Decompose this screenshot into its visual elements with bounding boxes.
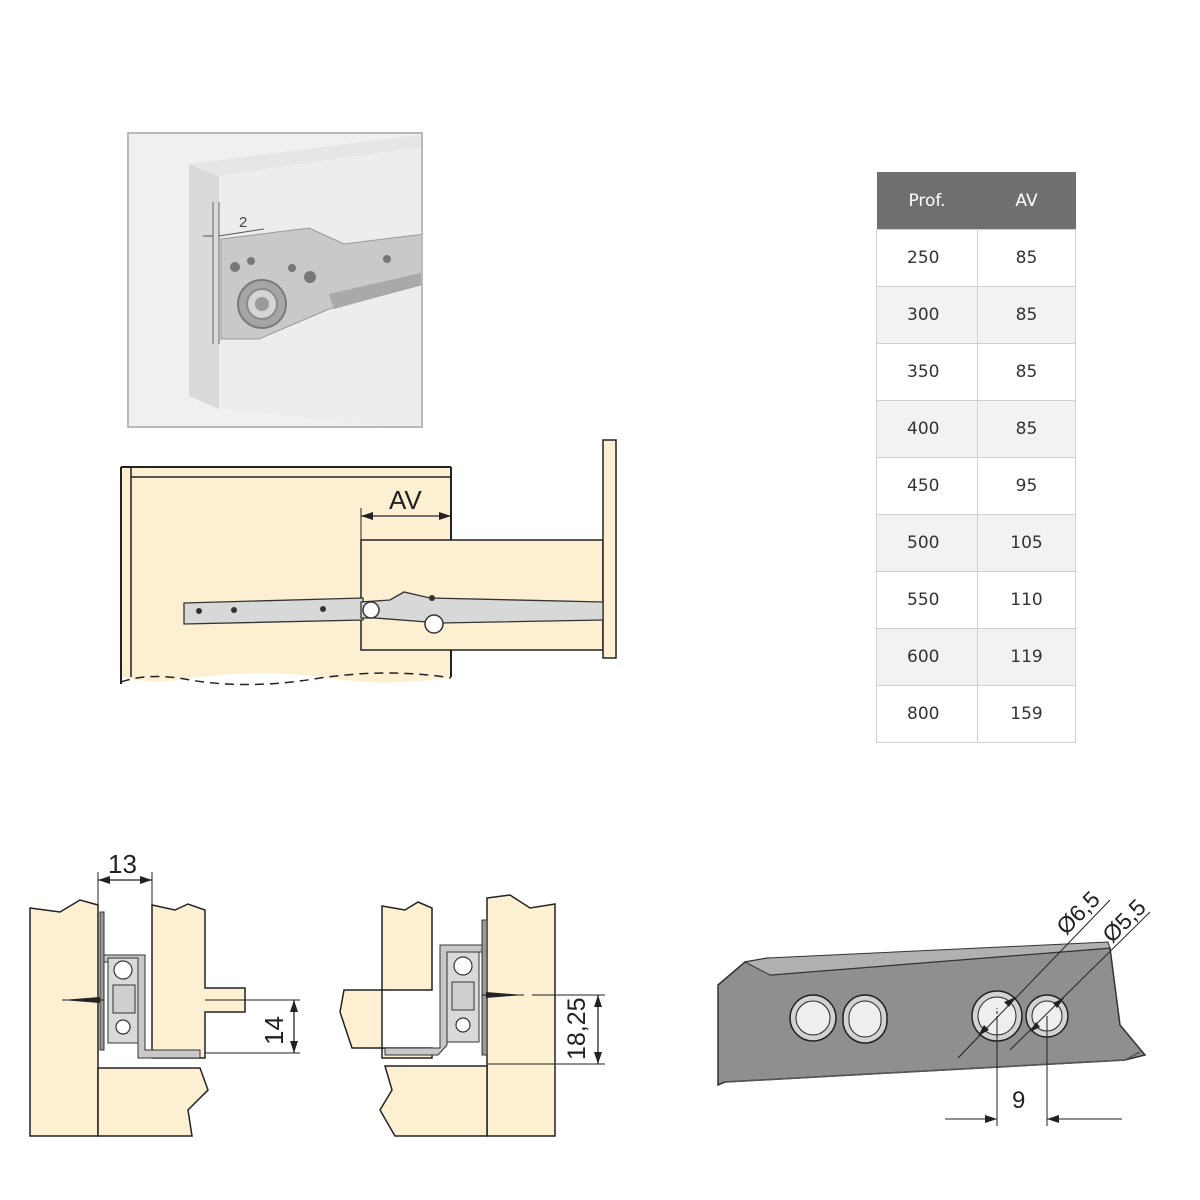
rail-hole-6-5 xyxy=(971,990,1023,1042)
rail-hole-5-5 xyxy=(1025,994,1069,1038)
cell-av: 159 xyxy=(977,685,1076,743)
diameter-6-5-label: Ø6,5 xyxy=(1051,886,1105,940)
cell-av: 85 xyxy=(977,229,1076,287)
cell-prof: 250 xyxy=(876,229,978,287)
cell-av: 85 xyxy=(977,400,1076,458)
cell-prof: 450 xyxy=(876,457,978,515)
mounting-photo-drawing: 2 xyxy=(129,134,421,426)
diameter-5-5-label: Ø5,5 xyxy=(1097,894,1151,948)
height-18-25-label: 18,25 xyxy=(563,997,591,1060)
cell-av: 110 xyxy=(977,571,1076,629)
cell-prof: 800 xyxy=(876,685,978,743)
cell-av: 105 xyxy=(977,514,1076,572)
cell-prof: 500 xyxy=(876,514,978,572)
rail-hole xyxy=(789,994,837,1042)
spacing-9-label: 9 xyxy=(1012,1087,1025,1114)
mounting-photo: 2 xyxy=(127,132,423,428)
cell-prof: 350 xyxy=(876,343,978,401)
header-prof: Prof. xyxy=(876,172,978,230)
table-header-row: Prof. AV xyxy=(876,172,1076,230)
av-dimension-label: AV xyxy=(389,485,422,515)
height-14-label: 14 xyxy=(259,1016,289,1045)
cell-prof: 550 xyxy=(876,571,978,629)
cell-prof: 600 xyxy=(876,628,978,686)
width-13-label: 13 xyxy=(108,849,137,879)
header-av: AV xyxy=(977,172,1076,230)
cell-prof: 300 xyxy=(876,286,978,344)
cell-av: 95 xyxy=(977,457,1076,515)
cell-av: 85 xyxy=(977,286,1076,344)
photo-dimension-label: 2 xyxy=(239,214,247,231)
cell-prof: 400 xyxy=(876,400,978,458)
cell-av: 85 xyxy=(977,343,1076,401)
cell-av: 119 xyxy=(977,628,1076,686)
rail-slot xyxy=(842,994,888,1044)
